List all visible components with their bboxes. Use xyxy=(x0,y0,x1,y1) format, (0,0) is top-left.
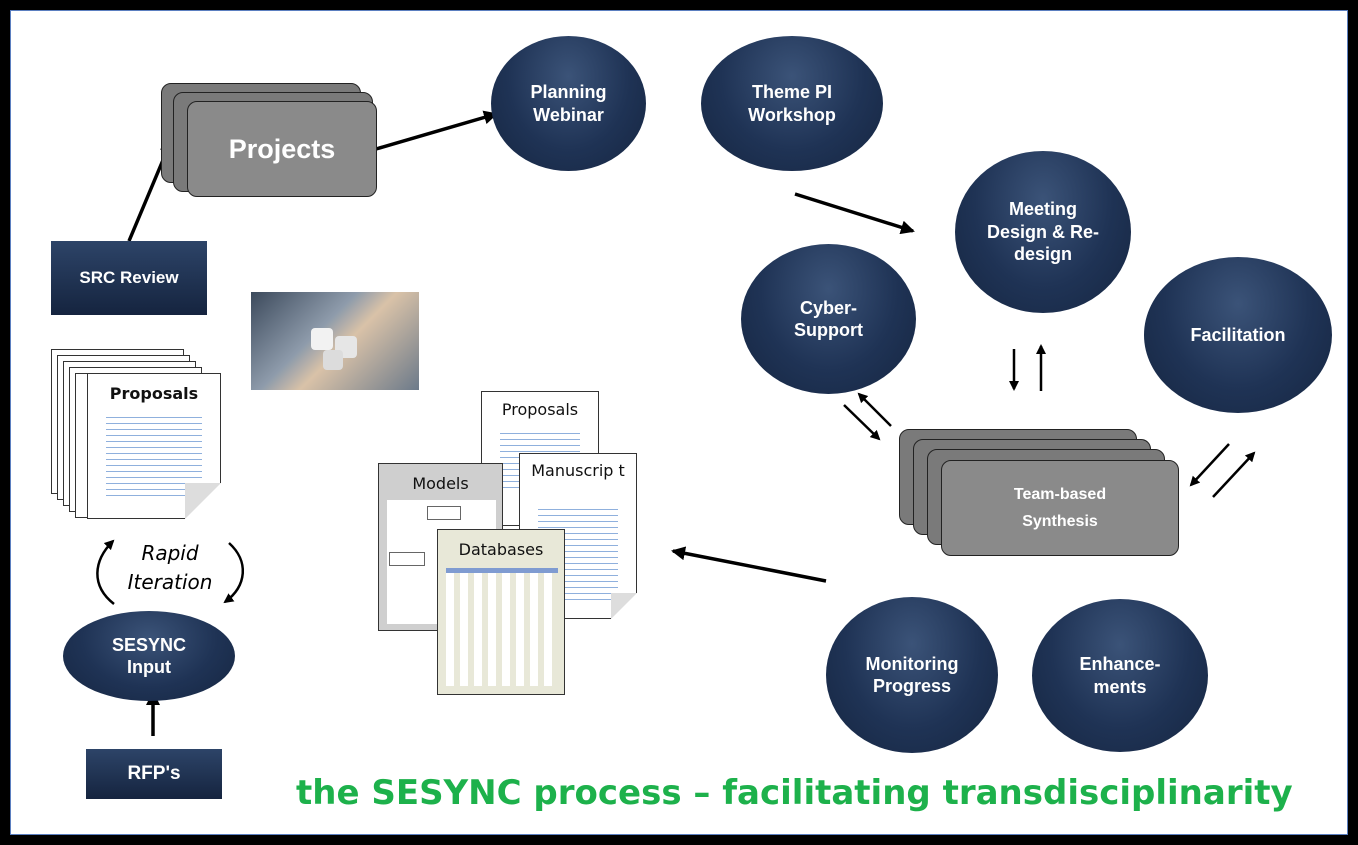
team-synthesis-card: Team-based Synthesis xyxy=(941,460,1179,556)
arrow-synthesis-to-outputs xyxy=(671,546,827,583)
proposals-title: Proposals xyxy=(501,400,579,419)
databases-title: Databases xyxy=(458,540,544,559)
database-table-grid xyxy=(446,568,558,686)
sesync-input-node: SESYNC Input xyxy=(63,611,235,701)
arrow-workshop-to-meeting xyxy=(794,192,915,235)
slide: Projects Planning Webinar Theme PI Works… xyxy=(10,10,1348,835)
puzzle-piece-icon xyxy=(311,328,333,350)
arrow-facilitation-to-synthesis xyxy=(1189,443,1230,487)
arrow-cyber-to-synthesis xyxy=(843,404,881,441)
text-lines xyxy=(106,412,202,496)
proposals-stack-title: Proposals xyxy=(109,384,199,403)
rapid-iteration-right-arrow xyxy=(223,542,245,604)
puzzle-hands-photo xyxy=(251,292,419,390)
cyber-support-node: Cyber-Support xyxy=(741,244,916,394)
puzzle-piece-icon xyxy=(323,350,343,370)
enhancements-node: Enhance-ments xyxy=(1032,599,1208,752)
databases-document: Databases xyxy=(437,529,565,695)
connector-arrows xyxy=(96,110,1256,736)
src-review-box: SRC Review xyxy=(51,241,207,315)
facilitation-node: Facilitation xyxy=(1144,257,1332,413)
projects-card: Projects xyxy=(187,101,377,197)
page-curl-icon xyxy=(611,593,637,619)
arrow-projects-to-webinar xyxy=(375,110,498,151)
theme-pi-workshop-node: Theme PI Workshop xyxy=(701,36,883,171)
planning-webinar-node: Planning Webinar xyxy=(491,36,646,171)
rapid-iteration-left-arrow xyxy=(96,539,115,605)
manuscript-title: Manuscrip t xyxy=(531,461,625,480)
arrow-synthesis-to-facilitation xyxy=(1212,451,1256,498)
page-curl-icon xyxy=(185,483,221,519)
arrow-synthesis-to-cyber xyxy=(857,392,892,427)
proposals-stack-document: Proposals xyxy=(87,373,221,519)
rfps-box: RFP's xyxy=(86,749,222,799)
monitoring-progress-node: Monitoring Progress xyxy=(826,597,998,753)
models-title: Models xyxy=(412,474,469,493)
rapid-iteration-label: Rapid Iteration xyxy=(127,541,213,594)
meeting-design-node: Meeting Design & Re-design xyxy=(955,151,1131,313)
caption: the SESYNC process – facilitating transd… xyxy=(296,773,1293,813)
